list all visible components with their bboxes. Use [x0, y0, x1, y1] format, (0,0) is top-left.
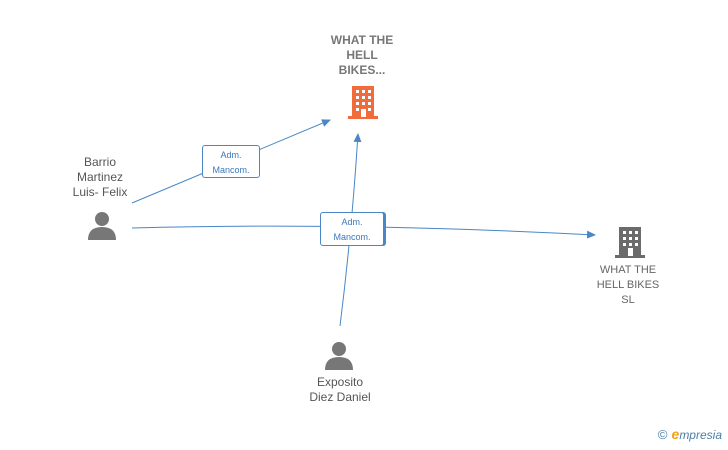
person-name-barrio[interactable]: Barrio Martinez Luis- Felix: [72, 155, 128, 199]
relation-text: Adm. Mancom.: [212, 150, 250, 175]
copyright-icon: ©: [657, 426, 668, 442]
person-icon: [325, 342, 353, 370]
company-name-what-the-hell-bikes-main[interactable]: WHAT THE HELL BIKES...: [330, 33, 394, 77]
person-icon: [88, 212, 116, 240]
building-icon: [348, 86, 378, 119]
brand-logo: empresia: [671, 426, 722, 442]
relation-label-upper: Adm. Mancom.: [202, 145, 260, 178]
building-icon: [615, 227, 645, 258]
company-name-what-the-hell-bikes-sl[interactable]: WHAT THE HELL BIKES SL: [596, 264, 660, 306]
relation-text: Adm. Mancom.: [333, 217, 371, 242]
relation-label-center: Adm. Mancom.: [320, 212, 384, 246]
person-name-exposito[interactable]: Exposito Diez Daniel: [309, 375, 371, 404]
empresia-watermark[interactable]: © empresia: [658, 426, 722, 442]
